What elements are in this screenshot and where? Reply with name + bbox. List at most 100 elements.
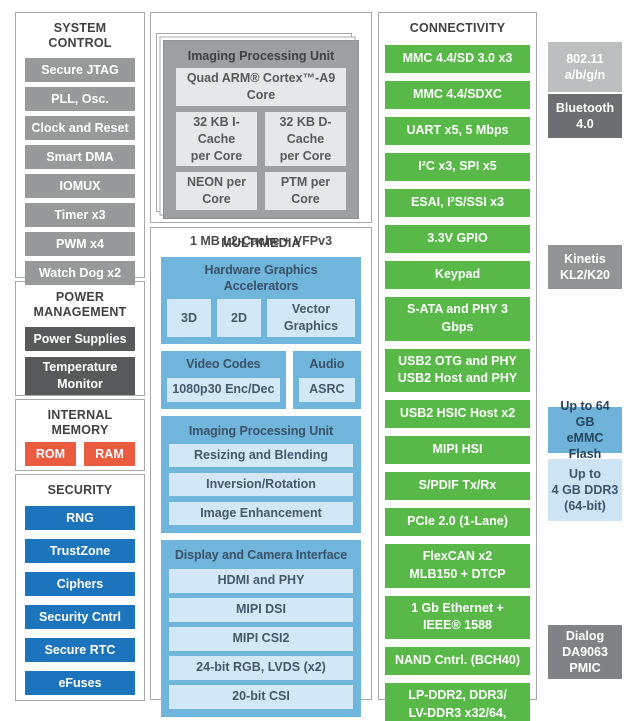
video-codec-block: 1080p30 Enc/Dec: [167, 377, 280, 402]
ddr3-memory-block: Up to 4 GB DDR3 (64-bit): [548, 459, 622, 521]
display-camera-title: Display and Camera Interface: [174, 548, 348, 563]
security-block: Secure RTC: [25, 638, 135, 662]
system-control-block: Smart DMA: [25, 145, 135, 169]
ipu-block: Image Enhancement: [169, 502, 353, 526]
system-control-section: SYSTEM CONTROL Secure JTAG PLL, Osc. Clock…: [15, 12, 145, 285]
emmc-flash-block: Up to 64 GB eMMC Flash: [548, 399, 622, 461]
power-management-title: POWER MANAGEMENT: [33, 290, 127, 319]
internal-memory-title: INTERNAL MEMORY: [47, 408, 113, 437]
system-control-block: Clock and Reset: [25, 116, 135, 140]
system-control-title: SYSTEM CONTROL: [48, 21, 112, 50]
connectivity-list: MMC 4.4/SD 3.0 x3 MMC 4.4/SDXC UART x5, 5 …: [385, 45, 530, 721]
multimedia-title: MULTIMEDIA: [221, 236, 301, 250]
connectivity-block: LP-DDR2, DDR3/ LV-DDR3 x32/64, 533 MHz: [385, 683, 530, 721]
system-control-block: Timer x3: [25, 203, 135, 227]
security-block: RNG: [25, 506, 135, 530]
audio-container: Audio ASRC: [292, 351, 361, 409]
display-camera-list: HDMI and PHY MIPI DSI MIPI CSI2 24-bit RGB,…: [169, 568, 353, 709]
core-extra-block: NEON per Core: [176, 172, 257, 211]
connectivity-block: MMC 4.4/SDXC: [385, 81, 530, 109]
cpu-card-title: Imaging Processing Unit: [187, 49, 335, 63]
display-camera-block: 24-bit RGB, LVDS (x2): [169, 655, 353, 680]
connectivity-block: MIPI HSI: [385, 436, 530, 464]
audio-list: ASRC: [298, 377, 355, 402]
middle-column: Imaging Processing Unit Quad ARM® Cortex…: [150, 12, 372, 717]
multimedia-section: MULTIMEDIA Hardware Graphics Accelerator…: [150, 227, 372, 717]
display-camera-block: MIPI CSI2: [169, 626, 353, 651]
system-control-block: Watch Dog x2: [25, 261, 135, 285]
connectivity-block: UART x5, 5 Mbps: [385, 117, 530, 145]
connectivity-title: CONNECTIVITY: [409, 21, 506, 35]
system-control-block: IOMUX: [25, 174, 135, 198]
connectivity-block: USB2 OTG and PHY USB2 Host and PHY: [385, 348, 530, 392]
connectivity-block: S/PDIF Tx/Rx: [385, 472, 530, 500]
display-camera-block: MIPI DSI: [169, 597, 353, 622]
hw-graphics-block: 2D: [217, 299, 261, 337]
audio-block: ASRC: [298, 377, 355, 402]
system-control-block: PLL, Osc.: [25, 87, 135, 111]
display-camera-block: 20-bit CSI: [169, 684, 353, 709]
security-block: eFuses: [25, 671, 135, 695]
connectivity-block: 3.3V GPIO: [385, 225, 530, 253]
connectivity-block: PCIe 2.0 (1-Lane): [385, 508, 530, 536]
security-block: Ciphers: [25, 572, 135, 596]
cpu-section: Imaging Processing Unit Quad ARM® Cortex…: [150, 12, 372, 255]
ipu-title: Imaging Processing Unit: [188, 423, 334, 438]
connectivity-block: MMC 4.4/SD 3.0 x3: [385, 45, 530, 73]
wifi-module-block: 802.11 a/b/g/n: [548, 42, 622, 92]
connectivity-block: NAND Cntrl. (BCH40): [385, 647, 530, 675]
display-camera-block: HDMI and PHY: [169, 568, 353, 593]
cpu-card-stack: Imaging Processing Unit Quad ARM® Cortex…: [163, 40, 359, 220]
connectivity-block: FlexCAN x2 MLB150 + DTCP: [385, 544, 530, 588]
power-supplies-block: Power Supplies: [25, 327, 135, 351]
connectivity-block: Keypad: [385, 261, 530, 289]
video-codecs-container: Video Codes 1080p30 Enc/Dec: [161, 351, 286, 409]
temperature-monitor-block: Temperature Monitor: [25, 357, 135, 395]
audio-title: Audio: [309, 357, 345, 371]
pmic-block: Dialog DA9063 PMIC: [548, 625, 622, 679]
connectivity-block: S-ATA and PHY 3 Gbps: [385, 297, 530, 341]
connectivity-block: USB2 HSIC Host x2: [385, 400, 530, 428]
security-title: SECURITY: [47, 483, 113, 497]
connectivity-block: I²C x3, SPI x5: [385, 153, 530, 181]
external-column: 802.11 a/b/g/n Bluetooth 4.0 Kinetis KL2…: [548, 0, 622, 721]
core-extra-block: PTM per Core: [265, 172, 346, 211]
memory-block: RAM: [84, 442, 135, 466]
internal-memory-list: ROM RAM: [25, 442, 135, 466]
kinetis-mcu-block: Kinetis KL2/K20: [548, 245, 622, 289]
hw-graphics-block: 3D: [167, 299, 211, 337]
video-codecs-list: 1080p30 Enc/Dec: [167, 377, 280, 402]
connectivity-block: ESAI, I²S/SSI x3: [385, 189, 530, 217]
power-management-section: POWER MANAGEMENT Power Supplies Temperat…: [15, 281, 145, 396]
system-control-block: Secure JTAG: [25, 58, 135, 82]
quad-core-block: Quad ARM® Cortex™-A9 Core: [176, 68, 346, 106]
security-block: Security Cntrl: [25, 605, 135, 629]
system-control-block: PWM x4: [25, 232, 135, 256]
ipu-container: Imaging Processing Unit Resizing and Ble…: [161, 415, 361, 534]
cache-block: 32 KB D-Cache per Core: [265, 111, 346, 167]
display-camera-container: Display and Camera Interface HDMI and PH…: [161, 540, 361, 717]
left-column: SYSTEM CONTROL Secure JTAG PLL, Osc. Clock…: [15, 12, 145, 701]
security-block: TrustZone: [25, 539, 135, 563]
memory-block: ROM: [25, 442, 76, 466]
ipu-block: Inversion/Rotation: [169, 473, 353, 497]
video-codecs-title: Video Codes: [186, 357, 261, 371]
connectivity-block: 1 Gb Ethernet + IEEE® 1588: [385, 595, 530, 639]
hw-graphics-title: Hardware Graphics Accelerators: [204, 263, 318, 293]
ipu-block: Resizing and Blending: [169, 444, 353, 468]
internal-memory-section: INTERNAL MEMORY ROM RAM: [15, 399, 145, 471]
cache-block: 32 KB I-Cache per Core: [176, 111, 257, 167]
cpu-card: Imaging Processing Unit Quad ARM® Cortex…: [163, 40, 359, 220]
bluetooth-module-block: Bluetooth 4.0: [548, 94, 622, 138]
